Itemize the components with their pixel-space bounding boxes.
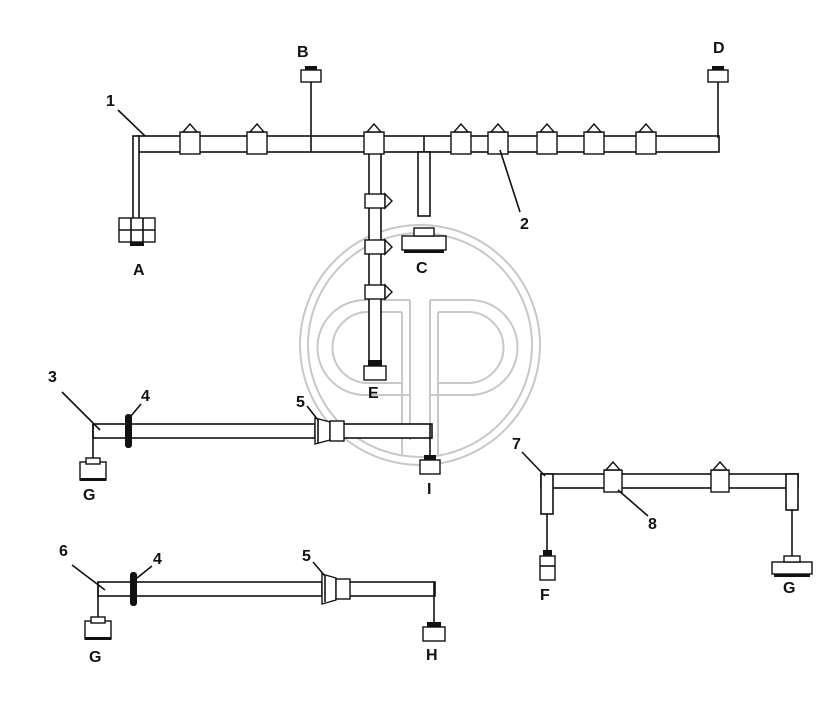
label-g: G xyxy=(83,487,95,504)
callout-6: 6 xyxy=(59,543,68,560)
label-h: H xyxy=(426,647,438,664)
branch-e-wire xyxy=(368,151,382,363)
callout-4-leader xyxy=(136,565,153,579)
callout-7-leader xyxy=(521,451,546,477)
connector-b xyxy=(300,66,322,83)
label-b: B xyxy=(297,44,309,61)
connector-d xyxy=(707,66,729,83)
side-connector xyxy=(364,283,393,301)
callout-5: 5 xyxy=(302,548,311,565)
branch-a-wire xyxy=(132,135,140,221)
branch-c-wire xyxy=(417,151,431,217)
callout-6-leader xyxy=(71,564,106,591)
harness-7-left-drop xyxy=(540,473,554,515)
connector-f xyxy=(539,550,556,581)
callout-4-leader xyxy=(130,403,142,417)
callout-4: 4 xyxy=(153,551,162,568)
label-d: D xyxy=(713,40,725,57)
callout-8: 8 xyxy=(648,516,657,533)
inline-connector xyxy=(635,122,657,155)
harness-6: G H 6 4 5 xyxy=(59,543,446,666)
inline-connector xyxy=(536,122,558,155)
connector-a xyxy=(118,217,156,246)
inline-connector xyxy=(487,122,509,155)
inline-connector xyxy=(179,122,201,155)
bulkhead-5 xyxy=(321,573,351,605)
connector-i xyxy=(419,455,441,475)
callout-5-leader xyxy=(306,405,319,421)
connector-e xyxy=(363,360,387,381)
side-connector xyxy=(364,192,393,210)
side-connector xyxy=(364,238,393,256)
label-a: A xyxy=(133,262,145,279)
label-g: G xyxy=(783,580,795,597)
label-g: G xyxy=(89,649,101,666)
harness-3-wire-right xyxy=(339,423,433,439)
inline-connector xyxy=(710,460,730,493)
callout-3: 3 xyxy=(48,369,57,386)
connector-c xyxy=(401,227,447,253)
inline-connector xyxy=(450,122,472,155)
connector-g xyxy=(79,457,107,481)
callout-5: 5 xyxy=(296,394,305,411)
connector-g xyxy=(84,616,112,640)
callout-2-leader xyxy=(499,149,521,213)
callout-3-leader xyxy=(61,391,101,431)
label-e: E xyxy=(368,385,379,402)
harness-7: F G 7 8 xyxy=(512,436,813,604)
grommet-4 xyxy=(130,572,137,606)
connector-g xyxy=(771,555,813,577)
label-i: I xyxy=(427,481,431,498)
harness-main: A B C D E 1 2 xyxy=(106,40,729,402)
harness-6-wire-right xyxy=(346,581,436,597)
main-trunk-wire xyxy=(136,135,720,153)
label-f: F xyxy=(540,587,550,604)
bulkhead-5 xyxy=(314,417,345,445)
inline-connector xyxy=(583,122,605,155)
callout-8-leader xyxy=(617,489,649,517)
callout-4: 4 xyxy=(141,388,150,405)
inline-connector xyxy=(363,122,385,155)
harness-7-right-drop xyxy=(785,473,799,511)
callout-7: 7 xyxy=(512,436,521,453)
harness-3: G I 3 4 5 xyxy=(48,369,441,504)
inline-connector xyxy=(246,122,268,155)
label-c: C xyxy=(416,260,428,277)
inline-connector xyxy=(603,460,623,493)
grommet-4 xyxy=(125,414,132,448)
callout-1-leader xyxy=(117,109,146,137)
connector-h xyxy=(422,622,446,642)
harness-7-wire xyxy=(540,473,799,489)
callout-2: 2 xyxy=(520,216,529,233)
callout-5-leader xyxy=(312,561,326,577)
callout-1: 1 xyxy=(106,93,115,110)
